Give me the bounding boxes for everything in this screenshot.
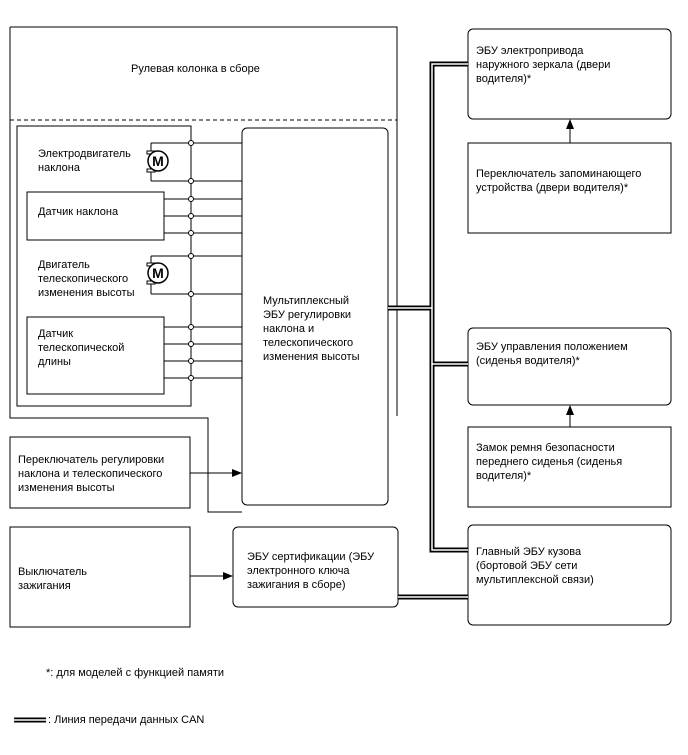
motor-icon: M <box>146 262 169 285</box>
tele-sensor-label: Датчик телескопической длины <box>38 328 125 368</box>
certification-ecu-label: ЭБУ сертификации (ЭБУ электронного ключа… <box>247 551 375 591</box>
mirror-ecu-label: ЭБУ электропривода наружного зеркала (дв… <box>476 45 611 85</box>
inner-connector-box <box>16 125 192 407</box>
tele-motor-label: Двигатель телескопического изменения выс… <box>38 259 135 299</box>
can-bus <box>388 61 468 600</box>
signal-wires <box>150 140 242 381</box>
certification-ecu-box <box>232 526 399 608</box>
motor-icon: M <box>146 150 169 173</box>
steering-column-label: Рулевая колонка в сборе <box>131 63 260 75</box>
ignition-switch-box <box>9 526 191 628</box>
body-ecu-label: Главный ЭБУ кузова (бортовой ЭБУ сети му… <box>476 546 594 586</box>
memory-switch-label: Переключатель запоминающего устройства (… <box>476 168 642 194</box>
multiplex-ecu-label: Мультиплексный ЭБУ регулировки наклона и… <box>263 295 360 363</box>
svg-text:M: M <box>152 153 164 169</box>
adjust-switch-label: Переключатель регулировки наклона и теле… <box>18 454 165 494</box>
tilt-sensor-label: Датчик наклона <box>38 206 119 218</box>
seat-ecu-label: ЭБУ управления положением (сиденья водит… <box>476 341 628 367</box>
legend-text: : Линия передачи данных CAN <box>48 714 205 726</box>
footnote: *: для моделей с функцией памяти <box>46 667 224 679</box>
column-assembly-box <box>9 26 398 513</box>
multiplex-ecu-box <box>241 127 389 506</box>
body-ecu-box <box>467 524 672 626</box>
tilt-motor-label: Электродвигатель наклона <box>38 148 131 174</box>
tele-sensor-box <box>26 316 165 395</box>
buckle-label: Замок ремня безопасности переднего сиден… <box>476 442 623 482</box>
connector-pins <box>188 140 194 381</box>
ignition-switch-label: Выключатель зажигания <box>18 566 88 592</box>
svg-text:M: M <box>152 265 164 281</box>
